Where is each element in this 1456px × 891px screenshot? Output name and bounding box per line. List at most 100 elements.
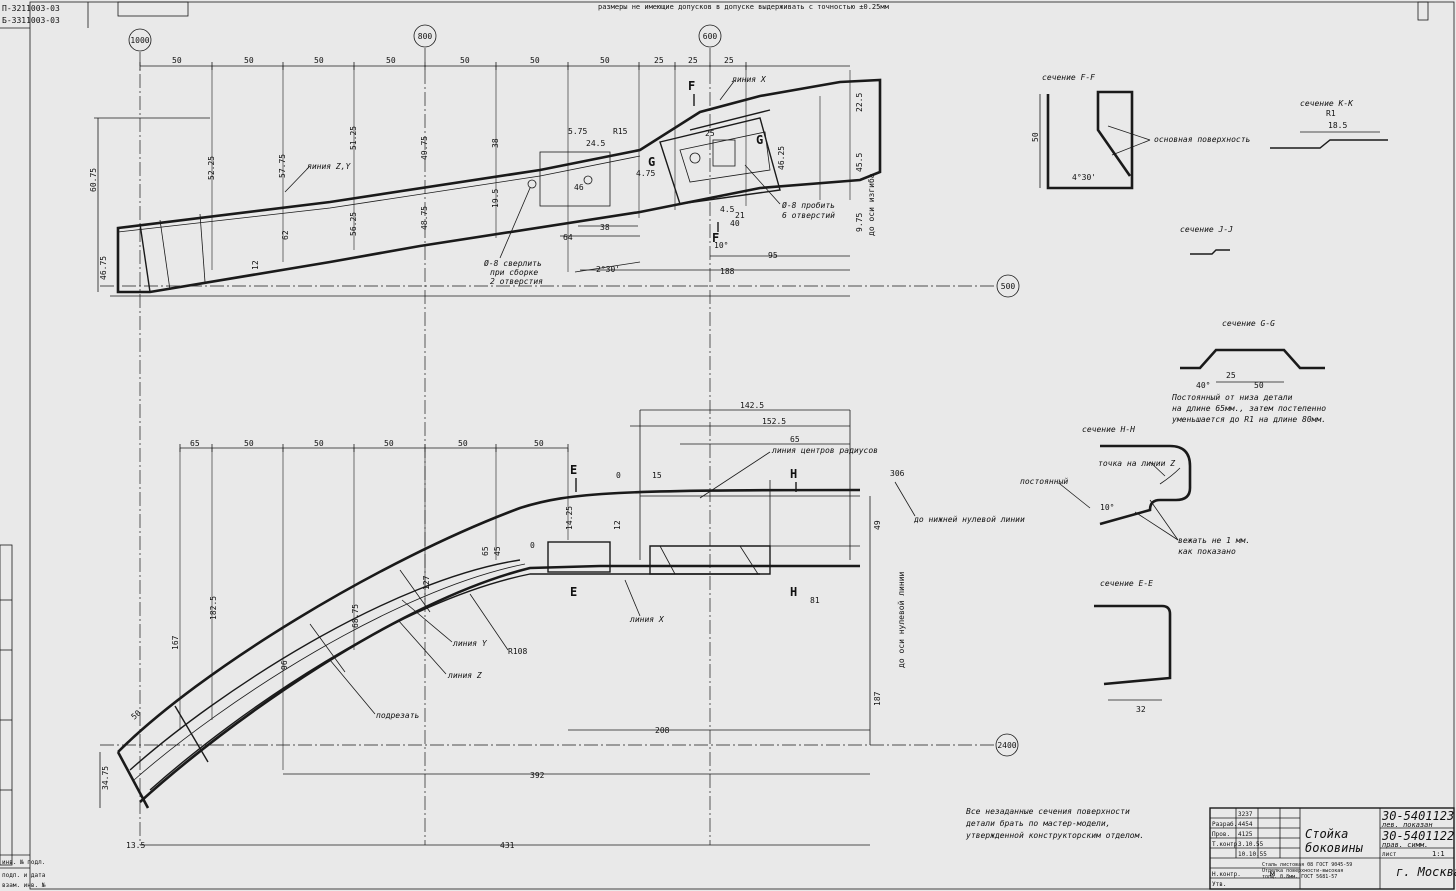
svg-text:24.5: 24.5 bbox=[586, 139, 605, 148]
svg-text:95: 95 bbox=[768, 251, 778, 260]
general-note: Все незаданные сечения поверхности детал… bbox=[965, 807, 1144, 840]
svg-text:E: E bbox=[570, 585, 577, 599]
svg-text:G: G bbox=[648, 155, 655, 169]
svg-text:Отделка поверхности-высокая: Отделка поверхности-высокая bbox=[1262, 868, 1343, 874]
svg-text:62: 62 bbox=[281, 230, 290, 240]
svg-text:64: 64 bbox=[563, 233, 573, 242]
svg-text:до оси нулевой линии: до оси нулевой линии bbox=[897, 571, 906, 668]
svg-text:до оси изгиба: до оси изгиба bbox=[866, 173, 876, 236]
hole-note-2: Ø-8 пробить 6 отверстий bbox=[744, 164, 835, 220]
svg-text:2°30': 2°30' bbox=[596, 265, 620, 274]
svg-text:127: 127 bbox=[422, 575, 431, 590]
svg-text:32: 32 bbox=[1136, 705, 1146, 714]
svg-text:56.25: 56.25 bbox=[349, 212, 358, 236]
svg-text:постоянный: постоянный bbox=[1020, 477, 1068, 486]
svg-text:38: 38 bbox=[600, 223, 610, 232]
svg-text:R1: R1 bbox=[1326, 109, 1336, 118]
svg-text:Ø-8 сверлить: Ø-8 сверлить bbox=[484, 258, 542, 268]
svg-text:182.5: 182.5 bbox=[209, 596, 218, 620]
part-number-left: 30-5401123-Б bbox=[1381, 809, 1456, 823]
svg-text:13.5: 13.5 bbox=[126, 841, 145, 850]
station-2400: 2400 bbox=[995, 733, 1019, 757]
svg-text:25: 25 bbox=[724, 56, 734, 65]
svg-text:3237: 3237 bbox=[1238, 811, 1253, 818]
svg-text:подрезать: подрезать bbox=[376, 711, 420, 720]
svg-text:линия центров радиусов: линия центров радиусов bbox=[771, 446, 878, 455]
svg-text:10.10.55: 10.10.55 bbox=[1238, 851, 1267, 858]
svg-text:306: 306 bbox=[890, 469, 905, 478]
line-zy-label: линия Z,Y bbox=[306, 162, 352, 171]
svg-text:утвержденной конструкторским о: утвержденной конструкторским отделом. bbox=[965, 831, 1144, 840]
svg-text:431: 431 bbox=[500, 841, 515, 850]
svg-text:50: 50 bbox=[1031, 132, 1040, 142]
station-800: 800 bbox=[413, 24, 437, 48]
svg-text:R108: R108 bbox=[508, 647, 527, 656]
svg-text:при сборке: при сборке bbox=[490, 267, 538, 277]
svg-text:Все незаданные сечения поверхн: Все незаданные сечения поверхности bbox=[966, 807, 1130, 816]
svg-text:46.25: 46.25 bbox=[777, 146, 786, 170]
station-600: 600 bbox=[698, 24, 722, 48]
svg-text:800: 800 bbox=[418, 32, 433, 41]
svg-text:68.75: 68.75 bbox=[351, 604, 360, 628]
svg-text:167: 167 bbox=[171, 635, 180, 650]
top-view: 50 50 50 50 50 50 50 25 25 25 bbox=[89, 56, 882, 297]
svg-text:сечение H-H: сечение H-H bbox=[1082, 425, 1135, 434]
svg-text:уменьшается до R1 на длине 80м: уменьшается до R1 на длине 80мм. bbox=[1171, 415, 1326, 424]
svg-text:50: 50 bbox=[172, 56, 182, 65]
svg-text:65: 65 bbox=[190, 439, 200, 448]
svg-text:лист: лист bbox=[1382, 851, 1397, 858]
svg-text:46.75: 46.75 bbox=[99, 256, 108, 280]
svg-text:0: 0 bbox=[616, 471, 621, 480]
svg-text:50: 50 bbox=[244, 56, 254, 65]
svg-text:188: 188 bbox=[720, 267, 735, 276]
svg-text:г. Москва: г. Москва bbox=[1396, 865, 1456, 879]
svg-text:600: 600 bbox=[703, 32, 718, 41]
svg-text:65: 65 bbox=[481, 546, 490, 556]
svg-text:50: 50 bbox=[458, 439, 468, 448]
svg-text:46: 46 bbox=[574, 183, 584, 192]
corner-code-2: Б-3311003-03 bbox=[2, 16, 60, 25]
svg-text:45.5: 45.5 bbox=[855, 153, 864, 172]
svg-text:49: 49 bbox=[873, 520, 882, 530]
svg-text:2 отверстия: 2 отверстия bbox=[490, 277, 543, 286]
svg-text:6 отверстий: 6 отверстий bbox=[782, 211, 835, 220]
svg-text:50: 50 bbox=[460, 56, 470, 65]
svg-text:прав. симм.: прав. симм. bbox=[1382, 841, 1428, 849]
svg-text:H: H bbox=[790, 585, 797, 599]
svg-text:детали брать по мастер-модели,: детали брать по мастер-модели, bbox=[965, 818, 1111, 828]
svg-text:Т.контр.: Т.контр. bbox=[1212, 841, 1241, 848]
svg-text:12: 12 bbox=[613, 520, 622, 530]
svg-text:G: G bbox=[756, 133, 763, 147]
svg-text:50: 50 bbox=[130, 708, 143, 721]
svg-text:392: 392 bbox=[530, 771, 545, 780]
svg-text:48.75: 48.75 bbox=[420, 206, 429, 230]
hole-note-1: Ø-8 сверлить при сборке 2 отверстия bbox=[484, 187, 543, 286]
svg-text:65: 65 bbox=[790, 435, 800, 444]
svg-text:51.25: 51.25 bbox=[349, 126, 358, 150]
svg-text:500: 500 bbox=[1001, 282, 1016, 291]
svg-text:19.5: 19.5 bbox=[491, 189, 500, 208]
svg-text:25: 25 bbox=[688, 56, 698, 65]
svg-text:H: H bbox=[790, 467, 797, 481]
svg-text:96: 96 bbox=[280, 660, 289, 670]
svg-text:50: 50 bbox=[600, 56, 610, 65]
svg-text:50: 50 bbox=[384, 439, 394, 448]
svg-text:14.25: 14.25 bbox=[565, 506, 574, 530]
title-block: 3237 4454 4125 3.10.55 10.10.55 Разраб. … bbox=[1209, 807, 1456, 890]
svg-text:50: 50 bbox=[244, 439, 254, 448]
svg-text:10°: 10° bbox=[714, 241, 728, 250]
svg-text:4.5: 4.5 bbox=[720, 205, 735, 214]
svg-text:1:1: 1:1 bbox=[1432, 850, 1445, 858]
svg-text:4125: 4125 bbox=[1238, 831, 1253, 838]
svg-text:49.75: 49.75 bbox=[420, 136, 429, 160]
sheet-frame bbox=[29, 1, 1455, 890]
svg-text:21: 21 bbox=[735, 211, 745, 220]
svg-text:как показано: как показано bbox=[1178, 547, 1236, 556]
svg-text:40: 40 bbox=[730, 219, 740, 228]
svg-text:5.75: 5.75 bbox=[568, 127, 587, 136]
svg-text:сечение E-E: сечение E-E bbox=[1100, 579, 1153, 588]
svg-text:34.75: 34.75 bbox=[101, 766, 110, 790]
line-x-label: линия X bbox=[731, 75, 767, 84]
corner-code-1: П-3211003-03 bbox=[2, 4, 60, 13]
